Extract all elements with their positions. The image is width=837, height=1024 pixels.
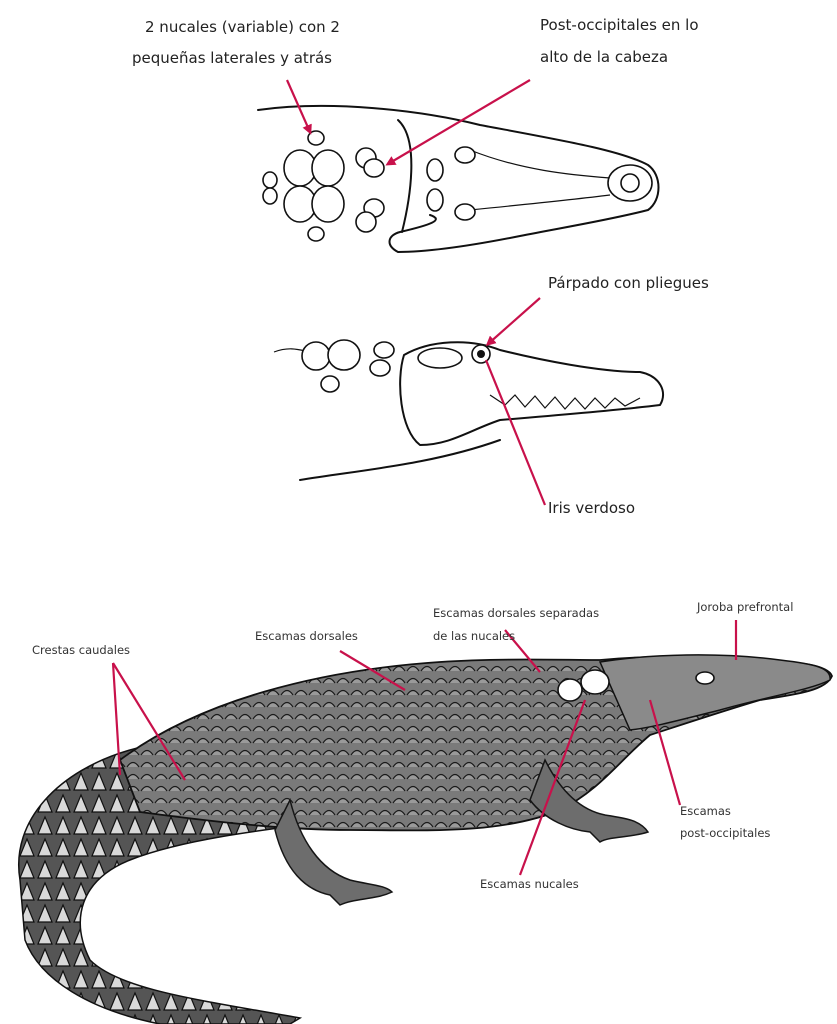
label-dorsales-separadas-line1: Escamas dorsales separadas — [433, 606, 599, 620]
label-joroba: Joroba prefrontal — [696, 600, 793, 614]
label-escamas-dorsales: Escamas dorsales — [255, 629, 358, 643]
label-dorsales-separadas-line2: de las nucales — [433, 629, 515, 643]
label-post-occipitales-top-line2: alto de la cabeza — [540, 48, 668, 66]
label-post-occipitales-top-line1: Post-occipitales en lo — [540, 16, 699, 34]
arrow-iris — [486, 360, 545, 505]
arrow-parpado — [488, 298, 540, 344]
label-iris: Iris verdoso — [548, 499, 635, 517]
label-escamas-post-line2: post-occipitales — [680, 826, 770, 840]
label-crestas-caudales: Crestas caudales — [32, 643, 130, 657]
label-nucales-line1: 2 nucales (variable) con 2 — [145, 18, 340, 36]
label-parpado: Párpado con pliegues — [548, 274, 709, 292]
head-top-view — [258, 106, 659, 252]
head-side-view — [274, 340, 663, 480]
label-nucales-line2: pequeñas laterales y atrás — [132, 49, 332, 67]
label-escamas-nucales: Escamas nucales — [480, 877, 579, 891]
label-escamas-post-line1: Escamas — [680, 804, 731, 818]
